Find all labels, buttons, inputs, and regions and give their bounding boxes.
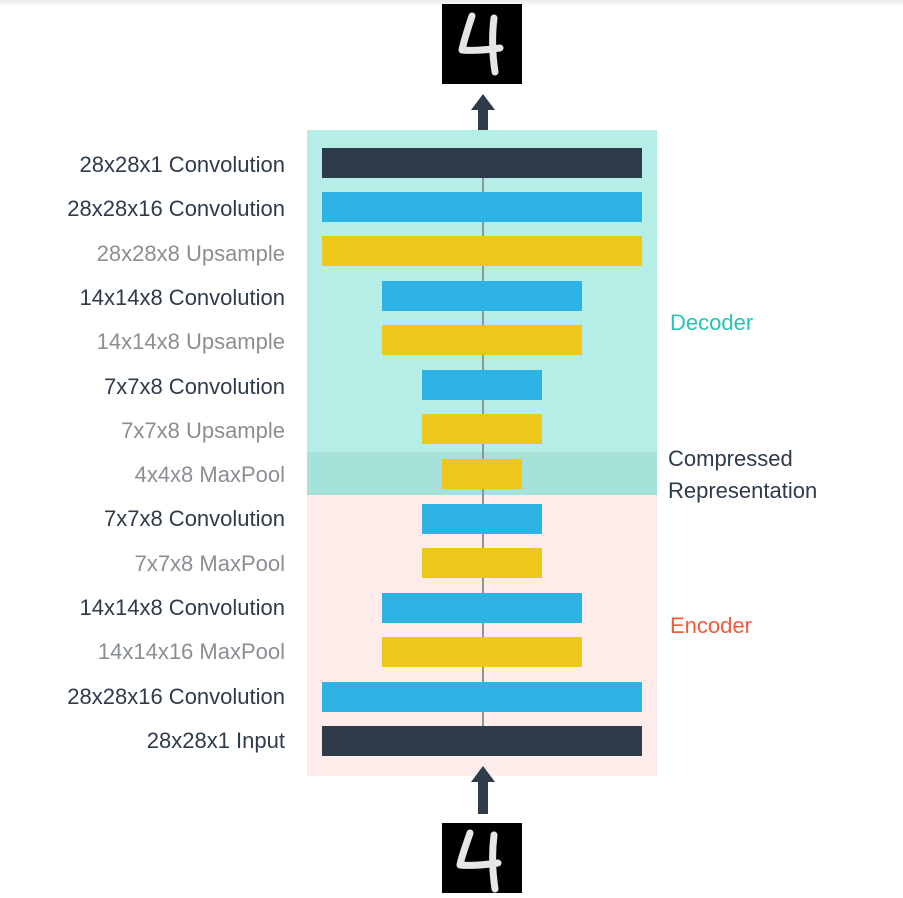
digit-four-icon: [442, 823, 522, 893]
decoder-label: Decoder: [670, 307, 753, 339]
layer-label: 14x14x8 Convolution: [0, 284, 285, 312]
layer-bar: [382, 637, 582, 667]
encoder-label: Encoder: [670, 610, 752, 642]
layer-label: 7x7x8 Convolution: [0, 373, 285, 401]
compressed-label-line1: Compressed: [668, 443, 817, 475]
layer-bar: [382, 593, 582, 623]
layer-bar: [422, 548, 542, 578]
layer-label: 28x28x16 Convolution: [0, 195, 285, 223]
layer-bar: [322, 148, 642, 178]
layer-bar: [322, 682, 642, 712]
compressed-representation-label: Compressed Representation: [668, 443, 817, 507]
layer-bar: [422, 414, 542, 444]
layer-label: 28x28x1 Input: [0, 727, 285, 755]
output-digit-image: [442, 4, 522, 84]
layer-label: 28x28x16 Convolution: [0, 683, 285, 711]
layer-label: 7x7x8 Upsample: [0, 417, 285, 445]
layer-label: 4x4x8 MaxPool: [0, 461, 285, 489]
digit-four-icon: [442, 4, 522, 84]
compressed-label-line2: Representation: [668, 475, 817, 507]
layer-label: 14x14x8 Convolution: [0, 594, 285, 622]
layer-bar: [382, 325, 582, 355]
layer-bar: [322, 726, 642, 756]
input-digit-image: [442, 823, 522, 893]
layer-bar: [382, 281, 582, 311]
layer-label: 7x7x8 MaxPool: [0, 550, 285, 578]
layer-label: 14x14x16 MaxPool: [0, 638, 285, 666]
layer-bar: [442, 459, 522, 489]
input-arrow-icon: [470, 764, 496, 814]
layer-label: 28x28x1 Convolution: [0, 151, 285, 179]
layer-label: 14x14x8 Upsample: [0, 328, 285, 356]
layer-bar: [322, 192, 642, 222]
layer-bar: [422, 504, 542, 534]
layer-bar: [322, 236, 642, 266]
layer-label: 28x28x8 Upsample: [0, 240, 285, 268]
layer-label: 7x7x8 Convolution: [0, 505, 285, 533]
layer-bar: [422, 370, 542, 400]
